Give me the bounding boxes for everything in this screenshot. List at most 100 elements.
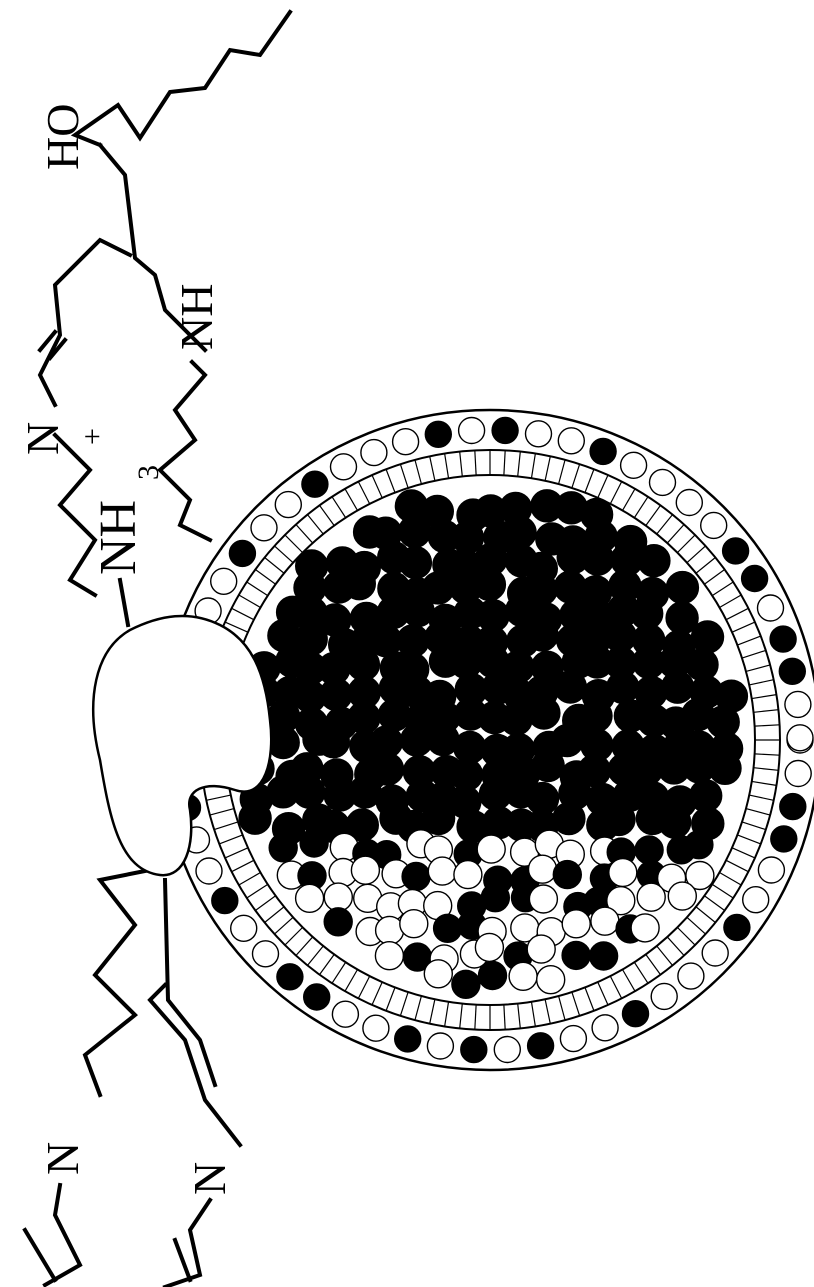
- black-particle: [659, 806, 691, 838]
- imine-top-label: N: [17, 422, 68, 455]
- white-particle: [509, 962, 537, 990]
- black-particle: [500, 703, 532, 735]
- white-particle: [651, 983, 677, 1009]
- white-particle: [428, 857, 456, 885]
- black-particle: [397, 625, 429, 657]
- black-particle: [347, 649, 379, 681]
- black-particle: [320, 678, 352, 710]
- white-particle: [527, 935, 555, 963]
- hydroxyl-label: HO: [37, 104, 88, 170]
- black-particle: [395, 1026, 421, 1052]
- imine-bottom-right-label: N: [184, 1162, 235, 1195]
- black-particle: [771, 826, 797, 852]
- black-particle: [723, 538, 749, 564]
- black-particle: [607, 671, 639, 703]
- top-alkyl-chain: [75, 12, 290, 145]
- white-particle: [459, 418, 485, 444]
- white-particle: [361, 440, 387, 466]
- black-particle: [590, 438, 616, 464]
- imine-double-bond-bl: [25, 1230, 55, 1280]
- white-particle: [475, 933, 503, 961]
- black-particle: [526, 619, 558, 651]
- black-particle: [553, 803, 585, 835]
- white-particle: [196, 858, 222, 884]
- black-particle: [461, 1037, 487, 1063]
- white-particle: [231, 915, 257, 941]
- white-particle: [609, 859, 637, 887]
- ammonium-charge: +: [76, 428, 109, 445]
- white-particle: [562, 910, 590, 938]
- white-particle: [332, 1001, 358, 1027]
- secondary-amine-label: NH: [171, 284, 222, 350]
- white-particle: [668, 882, 696, 910]
- black-particle: [724, 914, 750, 940]
- black-particle: [399, 515, 431, 547]
- black-particle: [277, 964, 303, 990]
- white-particle: [637, 883, 665, 911]
- white-particle: [702, 940, 728, 966]
- black-particle: [423, 802, 455, 834]
- black-particle: [528, 1033, 554, 1059]
- black-particle: [324, 908, 352, 936]
- white-particle: [454, 861, 482, 889]
- ammonium-subscript: 3: [132, 465, 165, 480]
- black-particle: [229, 540, 255, 566]
- black-particle: [504, 516, 536, 548]
- white-particle: [631, 914, 659, 942]
- black-particle: [399, 547, 431, 579]
- black-particle: [690, 780, 722, 812]
- secondary-amine-chain: [160, 362, 210, 540]
- white-particle: [526, 421, 552, 447]
- imine-chain-top: [40, 240, 130, 405]
- white-particle: [296, 884, 324, 912]
- ammonium-chain: [120, 580, 128, 625]
- white-particle: [427, 1033, 453, 1059]
- black-particle: [553, 861, 581, 889]
- black-particle: [532, 750, 564, 782]
- white-particle: [743, 887, 769, 913]
- black-particle: [590, 942, 618, 970]
- white-particle: [494, 1037, 520, 1063]
- black-particle: [780, 794, 806, 820]
- white-particle: [375, 942, 403, 970]
- black-particle: [666, 572, 698, 604]
- black-particle: [662, 671, 694, 703]
- black-particle: [692, 621, 724, 653]
- black-particle: [638, 545, 670, 577]
- black-particle: [425, 421, 451, 447]
- black-particle: [348, 702, 380, 734]
- lower-linker-chain: [150, 985, 240, 1145]
- imine-bottom-left-label: N: [37, 1142, 88, 1175]
- black-particle: [635, 836, 663, 864]
- white-particle: [351, 856, 379, 884]
- white-particle: [424, 960, 452, 988]
- white-particle: [758, 595, 784, 621]
- black-particle: [239, 802, 271, 834]
- black-particle: [452, 970, 480, 998]
- black-particle: [473, 569, 505, 601]
- white-particle: [650, 469, 676, 495]
- black-particle: [779, 658, 805, 684]
- black-particle: [686, 649, 718, 681]
- white-particle: [251, 515, 277, 541]
- white-particle: [331, 454, 357, 480]
- black-particle: [434, 914, 462, 942]
- white-particle: [253, 941, 279, 967]
- white-particle: [324, 883, 352, 911]
- white-particle: [560, 1026, 586, 1052]
- white-particle: [678, 963, 704, 989]
- white-particle: [785, 691, 811, 717]
- white-particle: [477, 835, 505, 863]
- white-particle: [592, 1015, 618, 1041]
- black-particle: [770, 626, 796, 652]
- black-particle: [623, 1001, 649, 1027]
- white-particle: [787, 725, 813, 751]
- black-particle: [479, 962, 507, 990]
- white-particle: [537, 966, 565, 994]
- black-particle: [580, 700, 612, 732]
- black-particle: [302, 471, 328, 497]
- white-particle: [758, 857, 784, 883]
- black-particle: [212, 888, 238, 914]
- white-particle: [676, 490, 702, 516]
- ammonium-chain-upper: [55, 435, 95, 595]
